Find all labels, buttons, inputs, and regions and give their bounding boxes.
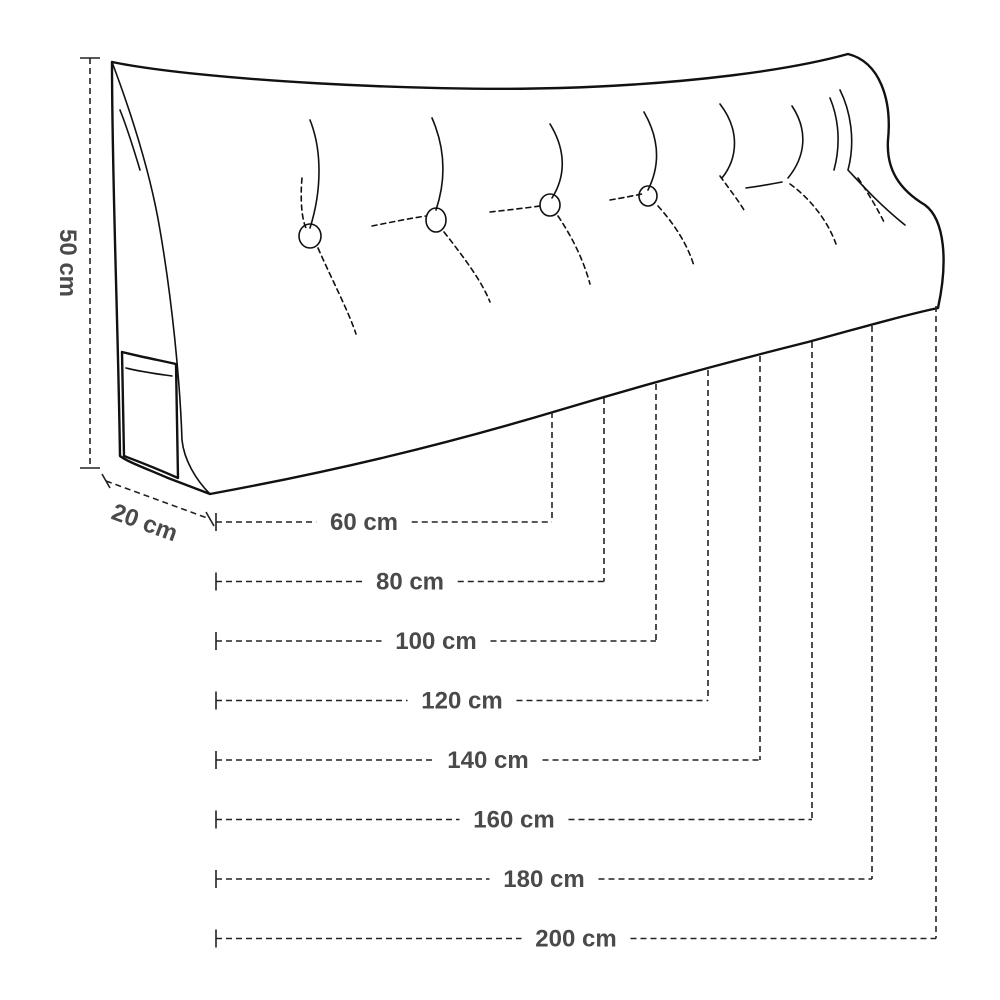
- height-label: 50 cm: [54, 229, 81, 297]
- width-label: 140 cm: [447, 747, 528, 774]
- width-row: 180 cm: [215, 326, 873, 893]
- width-label: 200 cm: [535, 926, 616, 953]
- width-label: 120 cm: [421, 688, 502, 715]
- width-row: 120 cm: [215, 370, 709, 715]
- tufting: [298, 97, 885, 335]
- width-row: 160 cm: [215, 342, 813, 834]
- top-ridge: [839, 89, 906, 226]
- width-label: 60 cm: [330, 509, 398, 536]
- tuft-button-3: [539, 193, 561, 217]
- side-face-edge: [111, 61, 211, 495]
- width-label: 80 cm: [376, 569, 444, 596]
- side-seam-top: [119, 109, 141, 171]
- side-pocket: [120, 350, 180, 480]
- width-row: 140 cm: [215, 356, 761, 774]
- depth-line: [105, 480, 211, 520]
- tuft-button-2: [425, 207, 447, 233]
- width-dimensions: 60 cm 80 cm 100 cm 120 cm 140 cm 160 cm 180 cm…: [215, 306, 937, 953]
- width-row: 80 cm: [215, 398, 605, 596]
- width-row: 200 cm: [215, 306, 937, 953]
- width-label: 160 cm: [473, 807, 554, 834]
- wedge-pillow: [110, 52, 945, 496]
- width-row: 100 cm: [215, 384, 657, 655]
- tuft-button-1: [298, 223, 322, 249]
- tuft-button-4: [638, 185, 658, 207]
- height-dimension: 50 cm: [54, 57, 100, 469]
- pillow-outline: [110, 52, 945, 496]
- width-row: 60 cm: [215, 412, 553, 536]
- width-label: 180 cm: [503, 866, 584, 893]
- depth-label: 20 cm: [108, 499, 181, 548]
- pocket-trim: [125, 367, 173, 377]
- width-label: 100 cm: [395, 628, 476, 655]
